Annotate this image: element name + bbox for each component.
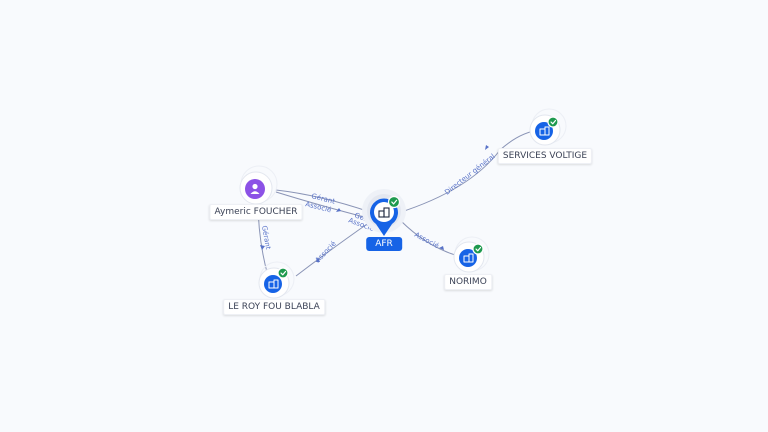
edge-aymeric-afr-associe xyxy=(275,191,369,219)
verified-check-icon xyxy=(387,195,401,209)
node-label-services-voltige[interactable]: SERVICES VOLTIGE xyxy=(497,148,593,164)
arrow-head xyxy=(439,246,444,250)
arrow-head xyxy=(316,257,320,262)
building-icon xyxy=(463,253,474,263)
node-le-roy-fou-blabla[interactable] xyxy=(258,261,295,299)
arrow-head xyxy=(336,208,341,212)
node-services-voltige[interactable] xyxy=(529,108,567,146)
node-label-afr[interactable]: AFR xyxy=(366,237,402,251)
node-norimo[interactable] xyxy=(453,236,490,273)
edge-label-associe-le-roy: Associé xyxy=(314,240,338,265)
edge-aymeric-afr-gerant xyxy=(275,189,371,213)
edge-label-associe-norimo: Associé xyxy=(413,231,440,250)
edge-label-directeur-general: Directeur général xyxy=(443,152,496,196)
building-icon xyxy=(268,279,279,289)
verified-check-icon xyxy=(472,243,484,255)
node-label-aymeric-foucher[interactable]: Aymeric FOUCHER xyxy=(209,204,303,220)
node-label-norimo[interactable]: NORIMO xyxy=(444,274,492,290)
verified-check-icon xyxy=(547,116,559,128)
building-icon xyxy=(539,126,550,136)
node-label-le-roy-fou-blabla[interactable]: LE ROY FOU BLABLA xyxy=(223,299,325,315)
arrow-head xyxy=(485,145,489,150)
node-afr-center[interactable] xyxy=(362,189,406,236)
edge-le-roy-afr xyxy=(295,221,371,277)
node-aymeric-foucher[interactable] xyxy=(239,165,278,205)
edge-afr-services-voltige xyxy=(397,129,541,214)
building-icon xyxy=(378,207,390,218)
verified-check-icon xyxy=(277,267,289,279)
arrow-head xyxy=(260,245,265,250)
person-icon xyxy=(250,183,260,194)
